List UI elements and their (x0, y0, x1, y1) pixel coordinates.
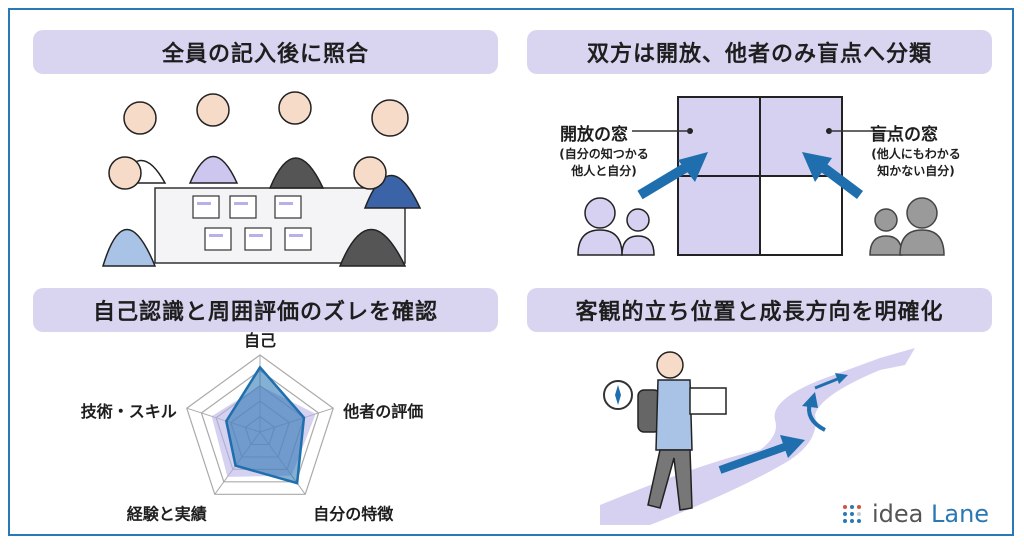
open-window-label: 開放の窓 (560, 125, 628, 145)
open-window-desc-line2: 他人と自分) (571, 164, 637, 178)
radar-axis-label: 自己 (244, 331, 276, 350)
panel-title-top-right: 双方は開放、他者のみ盲点へ分類 (527, 30, 992, 74)
radar-grid-ring (186, 354, 334, 495)
radar-axis-label: 技術・スキル (81, 402, 177, 421)
blind-window-label: 盲点の窓 (870, 125, 938, 145)
radar-axis-label: 経験と実績 (127, 504, 207, 523)
outer-frame (8, 8, 1014, 536)
radar-grid-ring (200, 369, 320, 483)
panel-title-top-left: 全員の記入後に照合 (33, 30, 498, 74)
growth-path-illustration (600, 348, 915, 525)
radar-axis-label: 他者の評価 (342, 402, 423, 421)
johari-window (577, 96, 945, 256)
radar-axis-label: 自分の特徴 (313, 504, 394, 523)
blind-window-desc-line2: 知かない自分) (877, 164, 955, 178)
dots-logo-icon (843, 505, 861, 523)
open-window-desc: (自分の知つかる他人と自分) (548, 146, 660, 180)
blind-window-desc: (他人にもわかる知かない自分) (860, 146, 972, 180)
open-window-desc-line1: (自分の知つかる (559, 147, 649, 161)
radar-series-self (224, 365, 306, 485)
blind-window-desc-line1: (他人にもわかる (871, 147, 961, 161)
panel-title-bottom-left: 自己認識と周囲評価のズレを確認 (33, 288, 498, 332)
idea-lane-logo: idea Lane (842, 500, 989, 528)
meeting-illustration (101, 91, 422, 267)
logo-text-lane: Lane (931, 500, 990, 528)
panel-title-bottom-right: 客観的立ち位置と成長方向を明確化 (527, 288, 992, 332)
logo-text-idea: idea (872, 500, 924, 528)
